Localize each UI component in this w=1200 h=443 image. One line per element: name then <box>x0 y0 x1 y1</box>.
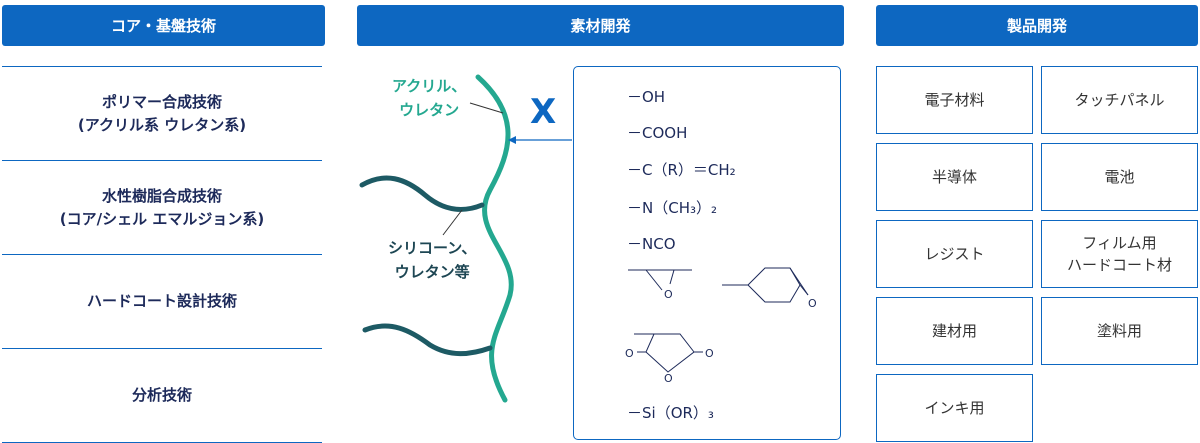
header-product-development: 製品開発 <box>876 5 1198 46</box>
functional-group-dimethylamino: －N（CH₃）₂ <box>627 199 718 217</box>
anhydride-structure <box>634 333 703 373</box>
product-resist: レジスト <box>876 220 1033 288</box>
core-technology-list: ポリマー合成技術 (アクリル系 ウレタン系) 水性樹脂合成技術 (コア/シェル … <box>2 66 322 443</box>
functional-group-nco: －NCO <box>627 235 676 253</box>
core-item-subtitle: (アクリル系 ウレタン系) <box>77 115 247 134</box>
product-ink: インキ用 <box>876 374 1033 442</box>
core-item-title: 水性樹脂合成技術 <box>101 186 222 205</box>
anhydride-oxygen-left: O <box>625 347 634 360</box>
core-item-title: 分析技術 <box>131 386 192 404</box>
silicone-chain-upper <box>359 175 485 212</box>
core-item-hardcoat-design: ハードコート設計技術 <box>2 254 322 348</box>
reaction-arrow-head <box>508 136 516 144</box>
core-item-title: ポリマー合成技術 <box>101 92 222 111</box>
product-paint: 塗料用 <box>1041 297 1198 365</box>
silicone-chain-lower <box>362 323 493 357</box>
anhydride-oxygen-ring: O <box>664 372 673 385</box>
core-item-polymer-synthesis: ポリマー合成技術 (アクリル系 ウレタン系) <box>2 66 322 160</box>
core-item-subtitle: (コア/シェル エマルジョン系) <box>59 209 265 228</box>
product-film-hardcoat: フィルム用 ハードコート材 <box>1041 220 1198 288</box>
core-item-aqueous-resin: 水性樹脂合成技術 (コア/シェル エマルジョン系) <box>2 160 322 254</box>
anhydride-oxygen-right: O <box>705 347 714 360</box>
acrylic-leader-line <box>469 102 504 114</box>
epoxide-oxygen-label: O <box>664 288 673 301</box>
functional-group-cooh: －COOH <box>627 124 688 142</box>
product-semiconductor: 半導体 <box>876 143 1033 211</box>
functional-group-box <box>573 66 841 440</box>
header-material-development: 素材開発 <box>357 5 844 46</box>
product-building-materials: 建材用 <box>876 297 1033 365</box>
acrylic-urethane-label: アクリル、 ウレタン <box>392 77 467 119</box>
epoxide-structure <box>628 269 692 291</box>
functional-group-silane: －Si（OR）₃ <box>627 404 714 422</box>
acrylic-urethane-chain <box>475 74 514 403</box>
silicone-urethane-label: シリコーン、 ウレタン等 <box>388 239 477 281</box>
product-electronic-materials: 電子材料 <box>876 66 1033 134</box>
functional-group-vinyl: －C（R）＝CH₂ <box>627 161 736 179</box>
silicone-leader-line <box>442 209 463 236</box>
product-touch-panel: タッチパネル <box>1041 66 1198 134</box>
functional-group-oh: －OH <box>627 88 666 106</box>
product-battery: 電池 <box>1041 143 1198 211</box>
cyclohexene-oxide-structure <box>722 267 809 303</box>
crosslink-x-mark: X <box>530 92 557 132</box>
core-item-title: ハードコート設計技術 <box>86 292 237 310</box>
header-core-technology: コア・基盤技術 <box>2 5 325 46</box>
cyclohexene-oxygen-label: O <box>808 297 817 310</box>
